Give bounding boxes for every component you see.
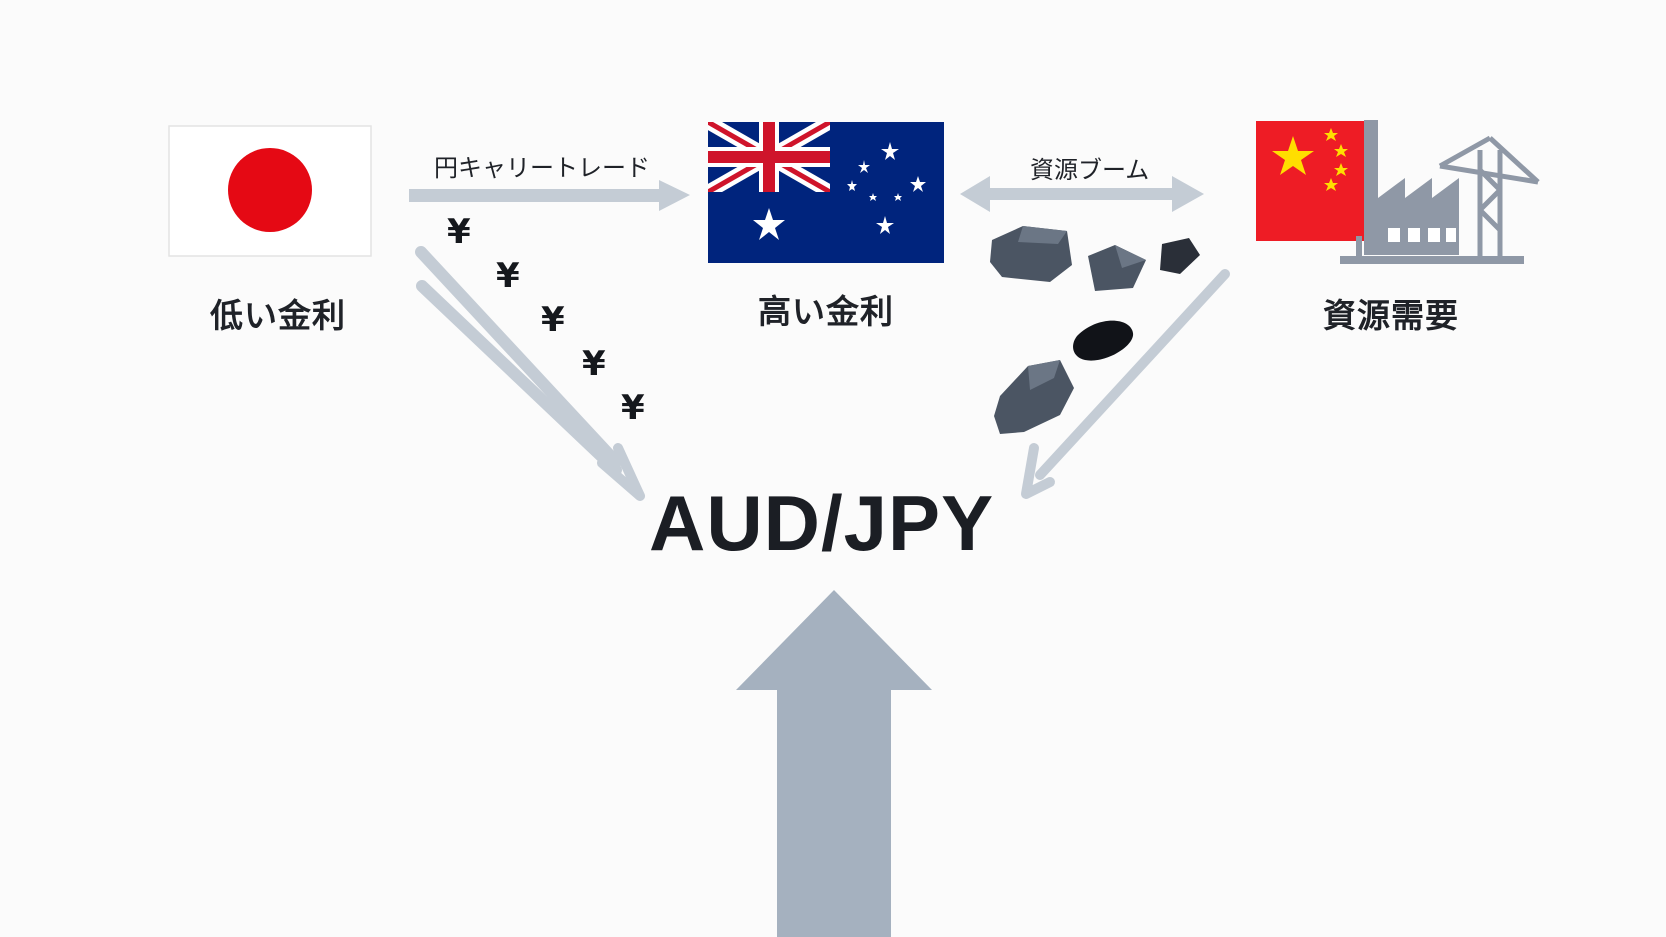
- resource-boom-label: 資源ブーム: [1030, 156, 1150, 184]
- carry-trade-label: 円キャリートレード: [434, 154, 650, 182]
- big-up-arrow: [736, 590, 932, 937]
- yen-symbol: ¥: [621, 388, 645, 428]
- yen-symbol: ¥: [582, 344, 606, 384]
- resource-boom-arrow: [960, 176, 1204, 212]
- resource-rocks-icon: [990, 226, 1200, 434]
- china-flag-factory-icon: [1256, 120, 1540, 264]
- audjpy-title: AUD/JPY: [649, 479, 995, 567]
- japan-flag-icon: [168, 125, 372, 257]
- australia-flag-icon: [708, 122, 944, 263]
- carry-trade-arrow: [409, 180, 690, 211]
- japan-rate-label: 低い金利: [210, 296, 346, 335]
- yen-symbol: ¥: [447, 212, 471, 252]
- yen-symbol: ¥: [496, 256, 520, 296]
- china-to-audjpy-arrow: [1021, 269, 1230, 499]
- yen-symbol: ¥: [541, 300, 565, 340]
- china-demand-label: 資源需要: [1323, 296, 1459, 335]
- australia-rate-label: 高い金利: [758, 292, 894, 331]
- japan-to-audjpy-arrow: [415, 246, 645, 501]
